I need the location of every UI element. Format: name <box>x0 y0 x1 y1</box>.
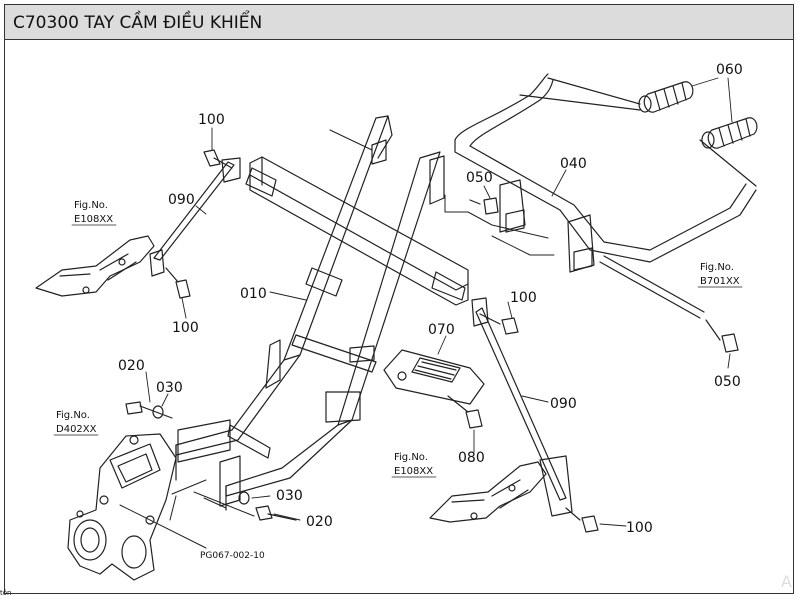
callout-090: 090 <box>168 192 195 208</box>
callout-050: 050 <box>466 170 493 186</box>
fig-ref-code: E108XX <box>394 466 433 477</box>
callout-100: 100 <box>198 112 225 128</box>
figure-references: Fig.No. E108XX Fig.No. D402XX Fig.No. B7… <box>56 200 740 561</box>
title-bar: C70300 TAY CẦM ĐIỀU KHIỂN <box>4 4 794 40</box>
callout-100: 100 <box>626 520 653 536</box>
callout-030: 030 <box>276 488 303 504</box>
footplate-070 <box>383 349 485 405</box>
rod-090-left <box>149 157 241 277</box>
fig-ref-code: B701XX <box>700 276 740 287</box>
callout-090: 090 <box>550 396 577 412</box>
callout-040: 040 <box>560 156 587 172</box>
callouts: 100 090 100 010 020 030 030 020 060 040 … <box>118 62 743 536</box>
callout-050: 050 <box>714 374 741 390</box>
rod-090-right <box>471 297 573 517</box>
leader-lines <box>145 77 733 527</box>
fig-ref-code: E108XX <box>74 214 113 225</box>
grips-060 <box>638 81 758 149</box>
page-title: C70300 TAY CẦM ĐIỀU KHIỂN <box>13 13 263 33</box>
bracket-e108-left <box>35 235 155 297</box>
callout-100: 100 <box>172 320 199 336</box>
callout-080: 080 <box>458 450 485 466</box>
fig-ref-label: Fig.No. <box>56 410 90 421</box>
callout-030: 030 <box>156 380 183 396</box>
callout-010: 010 <box>240 286 267 302</box>
corner-text: tôn <box>0 589 12 597</box>
fig-ref-label: Fig.No. <box>394 452 428 463</box>
callout-100: 100 <box>510 290 537 306</box>
callout-020: 020 <box>306 514 333 530</box>
housing-d402 <box>67 433 177 581</box>
bracket-e108-right <box>429 461 547 523</box>
frame-010 <box>175 115 469 511</box>
fig-ref-underlines <box>53 224 743 478</box>
bolts <box>125 149 739 533</box>
watermark: A <box>781 572 792 591</box>
fig-ref-code: D402XX <box>56 424 97 435</box>
drawing-code: PG067-002-10 <box>200 551 265 561</box>
callout-020: 020 <box>118 358 145 374</box>
guide-lines <box>119 129 555 549</box>
fig-ref-label: Fig.No. <box>700 262 734 273</box>
fig-ref-label: Fig.No. <box>74 200 108 211</box>
callout-070: 070 <box>428 322 455 338</box>
callout-060: 060 <box>716 62 743 78</box>
